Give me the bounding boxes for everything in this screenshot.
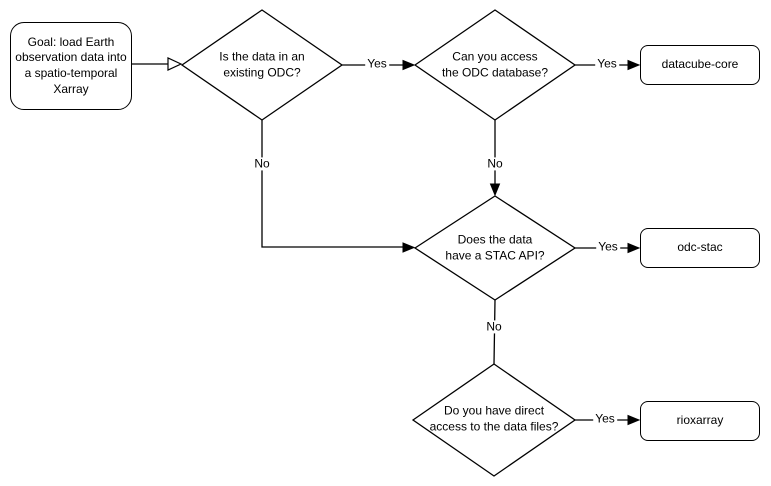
result-node-label: datacube-core bbox=[661, 57, 739, 72]
decision-diamond-odc-database bbox=[413, 9, 577, 121]
arrowhead-icon bbox=[627, 242, 641, 254]
arrowhead-icon bbox=[489, 183, 501, 197]
result-node-rioxarray: rioxarray bbox=[640, 401, 760, 441]
decision-label-odc-database: Can you access the ODC database? bbox=[441, 49, 549, 79]
result-node-label: odc-stac bbox=[677, 240, 723, 255]
arrowhead-icon bbox=[402, 242, 416, 253]
open-arrowhead-icon bbox=[167, 57, 183, 71]
result-node-odc-stac: odc-stac bbox=[640, 228, 760, 268]
edge-label-yes-datacube-core: Yes bbox=[595, 56, 619, 71]
decision-diamond-existing-odc bbox=[180, 9, 344, 121]
edge-label-yes-odc-stac: Yes bbox=[596, 239, 620, 254]
decision-label-existing-odc: Is the data in an existing ODC? bbox=[219, 49, 305, 79]
edge-label-yes-rioxarray: Yes bbox=[593, 411, 617, 426]
decision-diamond-direct-access bbox=[411, 363, 577, 477]
connector-decision1-no-elbow bbox=[261, 120, 403, 248]
start-node-goal: Goal: load Earth observation data into a… bbox=[10, 22, 132, 110]
decision-label-stac-api: Does the data have a STAC API? bbox=[445, 232, 545, 262]
result-node-datacube-core: datacube-core bbox=[640, 45, 760, 85]
edge-label-no-odc-database: No bbox=[485, 156, 505, 171]
edge-label-yes-existing-odc: Yes bbox=[365, 56, 389, 71]
decision-diamond-stac-api bbox=[413, 195, 577, 301]
arrowhead-icon bbox=[627, 59, 641, 71]
start-node-label: Goal: load Earth observation data into a… bbox=[15, 34, 127, 96]
decision-label-direct-access: Do you have direct access to the data fi… bbox=[429, 403, 559, 433]
result-node-label: rioxarray bbox=[676, 413, 724, 428]
arrowhead-icon bbox=[627, 414, 641, 426]
arrowhead-icon bbox=[402, 59, 416, 71]
edge-label-no-stac-api: No bbox=[484, 319, 504, 334]
edge-label-no-existing-odc: No bbox=[252, 156, 272, 171]
